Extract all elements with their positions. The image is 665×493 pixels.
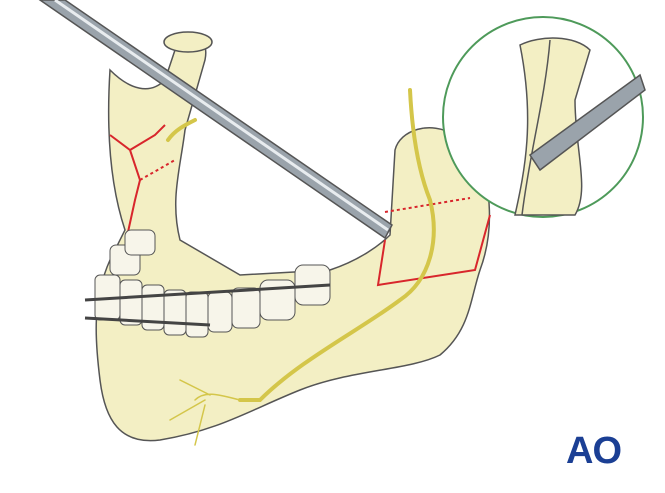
tooth — [185, 291, 209, 338]
detail-inset — [442, 16, 646, 218]
left-osteotomy-line — [109, 124, 166, 233]
tooth — [124, 229, 156, 256]
dashed-osteotomy-line — [139, 159, 471, 213]
inferior-alveolar-nerve — [238, 88, 436, 402]
nerves — [166, 88, 436, 446]
instrument-highlight — [54, 0, 389, 232]
condyle — [163, 31, 213, 53]
osteotomy-lines — [109, 124, 491, 287]
inset-split-line — [521, 39, 551, 216]
mental-nerve-branches — [169, 379, 241, 446]
right-osteotomy-line — [376, 214, 491, 287]
inset-instrument — [528, 73, 646, 172]
osteotome-instrument — [38, 0, 393, 240]
mandible — [95, 31, 491, 442]
tooth — [231, 287, 261, 329]
tooth — [163, 289, 187, 336]
inset-ramus — [514, 37, 591, 216]
lingual-nerve — [166, 118, 197, 142]
teeth-with-brackets — [84, 229, 331, 338]
ao-logo: AO — [566, 430, 622, 472]
tooth — [119, 279, 143, 326]
tooth — [207, 291, 233, 333]
mandible-bone — [95, 36, 491, 442]
instrument-shaft — [38, 0, 393, 240]
archwire — [84, 316, 211, 327]
archwire — [84, 283, 331, 302]
